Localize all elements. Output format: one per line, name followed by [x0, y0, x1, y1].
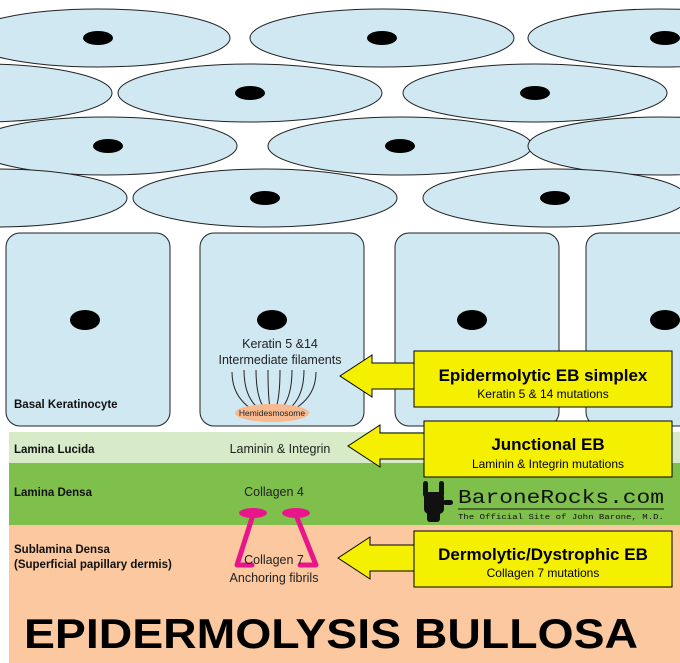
- nucleus: [650, 310, 680, 330]
- laminin-integrin-label: Laminin & Integrin: [230, 442, 331, 456]
- nucleus: [385, 139, 415, 153]
- callout-box: [423, 420, 673, 478]
- nucleus: [257, 310, 287, 330]
- collagen4-label: Collagen 4: [244, 485, 304, 499]
- callout-junctional: Junctional EB Laminin & Integrin mutatio…: [347, 420, 673, 478]
- page-title: EPIDERMOLYSIS BULLOSA: [24, 610, 638, 657]
- nucleus: [93, 139, 123, 153]
- basal-keratinocyte-label: Basal Keratinocyte: [14, 399, 118, 411]
- squamous-cell: [0, 63, 113, 123]
- nucleus: [520, 86, 550, 100]
- nucleus: [367, 31, 397, 45]
- nucleus: [650, 31, 680, 45]
- sublamina-densa-sub-label: (Superficial papillary dermis): [14, 559, 172, 571]
- rock-hand-icon: [423, 481, 453, 522]
- keratin-label: Keratin 5 &14: [242, 337, 318, 351]
- callout-dystrophic: Dermolytic/Dystrophic EB Collagen 7 muta…: [337, 530, 673, 588]
- intermediate-filaments-label: Intermediate filaments: [219, 353, 342, 367]
- callout-simplex: Epidermolytic EB simplex Keratin 5 & 14 …: [339, 350, 673, 408]
- squamous-cell: [527, 8, 680, 68]
- logo-name: BaroneRocks.com: [458, 487, 664, 509]
- basal-cell: [199, 232, 365, 427]
- callout-subtitle: Keratin 5 & 14 mutations: [477, 387, 608, 401]
- callout-title: Junctional EB: [491, 435, 604, 454]
- anchoring-plaque: [239, 508, 267, 518]
- anchoring-fibrils-label: Anchoring fibrils: [230, 571, 319, 585]
- callout-subtitle: Collagen 7 mutations: [487, 566, 600, 580]
- hemidesmosome: [235, 404, 309, 422]
- nucleus: [70, 310, 100, 330]
- anchoring-plaque: [282, 508, 310, 518]
- nucleus: [540, 191, 570, 205]
- callout-box: [413, 530, 673, 588]
- callout-box: [413, 350, 673, 408]
- squamous-cell: [0, 168, 128, 228]
- anchoring-fibrils: [234, 512, 319, 568]
- nucleus: [457, 310, 487, 330]
- callout-title: Epidermolytic EB simplex: [439, 366, 648, 385]
- hemidesmosome-label: Hemidesmosome: [239, 408, 305, 418]
- nucleus: [235, 86, 265, 100]
- sublamina-densa-label: Sublamina Densa: [14, 544, 110, 556]
- callout-subtitle: Laminin & Integrin mutations: [472, 457, 624, 471]
- lamina-densa-label: Lamina Densa: [14, 487, 93, 499]
- logo-tagline: The Official Site of John Barone, M.D.: [458, 514, 664, 522]
- basal-nuclei: [70, 310, 680, 330]
- squamous-cell: [527, 116, 680, 176]
- lamina-lucida-label: Lamina Lucida: [14, 444, 95, 456]
- barone-rocks-logo: BaroneRocks.com The Official Site of Joh…: [423, 481, 664, 522]
- squamous-cell: [0, 8, 231, 68]
- callout-title: Dermolytic/Dystrophic EB: [438, 545, 648, 564]
- suprabasal-nuclei: [83, 31, 680, 205]
- nucleus: [250, 191, 280, 205]
- nucleus: [83, 31, 113, 45]
- collagen7-label: Collagen 7: [244, 553, 304, 567]
